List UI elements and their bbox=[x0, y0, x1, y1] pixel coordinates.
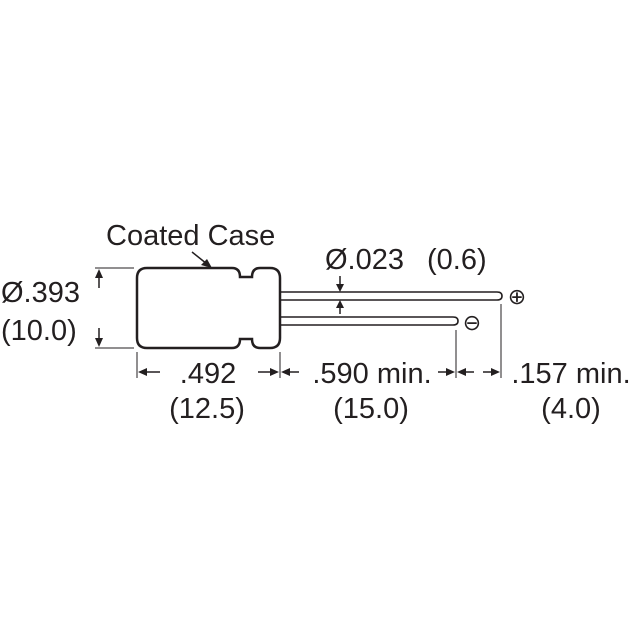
capacitor-body bbox=[135, 266, 282, 350]
body-length-inches: .492 bbox=[180, 358, 236, 390]
lead-length-arrowhead-right bbox=[446, 368, 455, 376]
lead-diameter-arrowhead-top bbox=[336, 284, 344, 292]
lead-diff-mm: (4.0) bbox=[541, 393, 601, 425]
body-diameter-arrowhead-bottom bbox=[95, 338, 103, 347]
body-diameter-mm: (10.0) bbox=[1, 315, 77, 347]
coated-case-arrowhead bbox=[201, 259, 212, 268]
positive-lead bbox=[280, 291, 503, 301]
body-length-arrowhead-right bbox=[270, 368, 279, 376]
lead-diameter-inches: Ø.023 bbox=[325, 244, 404, 276]
lead-length-inches: .590 min. bbox=[312, 358, 431, 390]
lead-diff-arrowhead-right bbox=[491, 368, 500, 376]
body-length-mm: (12.5) bbox=[169, 393, 245, 425]
positive-polarity-icon: ⊕ bbox=[508, 284, 526, 309]
negative-polarity-icon: ⊖ bbox=[463, 310, 481, 335]
body-length-arrowhead-left bbox=[138, 368, 147, 376]
lead-diff-arrowhead-left bbox=[457, 368, 466, 376]
negative-lead bbox=[280, 316, 459, 326]
lead-diff-inches: .157 min. bbox=[511, 358, 630, 390]
lead-diameter-arrowhead-bottom bbox=[336, 300, 344, 308]
lead-length-arrowhead-left bbox=[281, 368, 290, 376]
coated-case-label: Coated Case bbox=[106, 220, 275, 252]
body-diameter-inches: Ø.393 bbox=[1, 277, 80, 309]
lead-diameter-mm: (0.6) bbox=[427, 244, 487, 276]
lead-length-mm: (15.0) bbox=[333, 393, 409, 425]
body-diameter-arrowhead-top bbox=[95, 269, 103, 278]
